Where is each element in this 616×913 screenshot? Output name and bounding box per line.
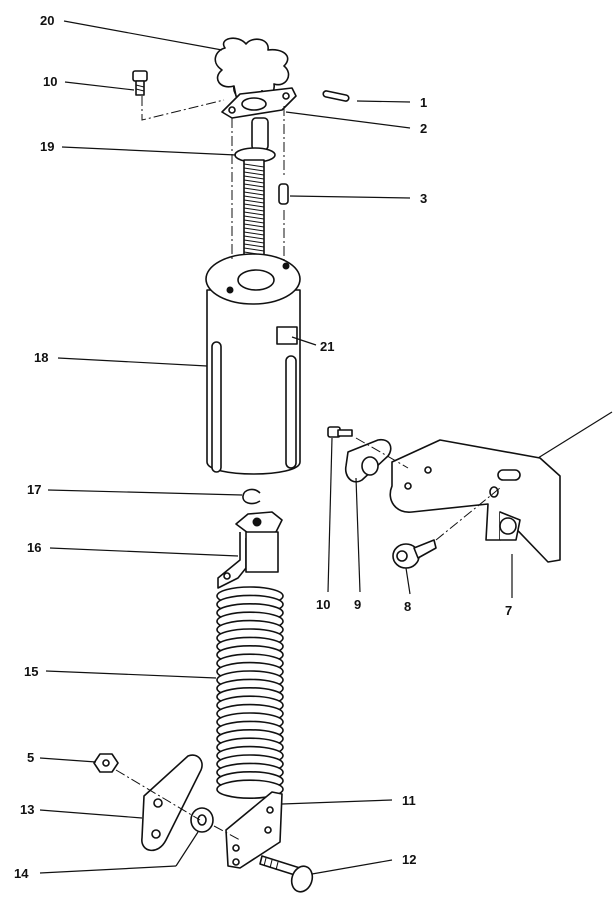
screw-top-part [132,70,148,96]
callout-7: 7 [505,603,512,618]
washer-part [190,807,214,833]
callout-21: 21 [320,339,334,354]
callout-12: 12 [402,852,416,867]
callout-5: 5 [27,750,34,765]
callout-9: 9 [354,597,361,612]
gasket-plate-part [221,87,297,119]
angle-bracket-part [225,791,283,869]
callout-17: 17 [27,482,41,497]
callout-1: 1 [420,95,427,110]
leader-lines [39,20,513,875]
callout-13: 13 [20,802,34,817]
assembly-center-lines [115,96,501,841]
callout-8: 8 [404,599,411,614]
lead-screw-part [234,117,276,261]
coil-spring-part [216,586,284,800]
link-plate-part [141,754,203,852]
callout-14: 14 [14,866,29,881]
callout-16: 16 [27,540,41,555]
callout-2: 2 [420,121,427,136]
dowel-pin-part [278,183,289,205]
callout-19: 19 [40,139,54,154]
shoulder-bolt-part [259,855,314,893]
hex-nut-part [93,753,119,773]
screw-right-part [327,426,353,438]
roll-pin-part [322,90,350,102]
retaining-ring-part [242,488,261,505]
callout-20: 20 [40,13,54,28]
flange-bolt-part [392,539,437,569]
callout-labels: 20 10 1 2 19 3 21 18 17 16 10 9 8 7 15 5… [14,13,512,881]
spring-bracket-part [217,511,283,589]
u-bracket-part [389,411,613,563]
callout-18: 18 [34,350,48,365]
callout-11: 11 [402,793,416,808]
callout-3: 3 [420,191,427,206]
callout-15: 15 [24,664,38,679]
callout-10-top: 10 [43,74,57,89]
slotted-tube-part [205,253,301,475]
pivot-plate-part [344,438,392,483]
callout-10-right: 10 [316,597,330,612]
